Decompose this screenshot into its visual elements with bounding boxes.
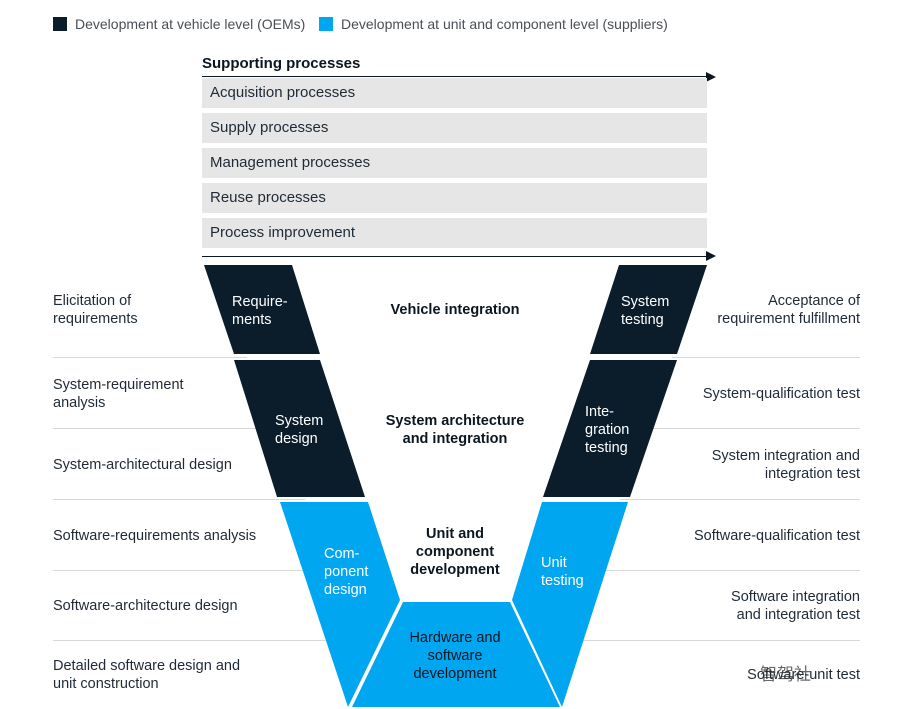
row-divider-left-5 [53,640,361,641]
row-divider-left-2 [53,428,274,429]
row-divider-right-3 [620,499,860,500]
component-design-shape [280,502,400,707]
requirements-shape [204,265,320,354]
system-design-shape [234,360,365,497]
legend-oem-label: Development at vehicle level (OEMs) [75,16,306,32]
supporting-bottom-line [202,256,708,257]
vehicle-integration-label: Vehicle integration [390,302,520,318]
watermark-logo: 智驾社 [760,665,811,684]
row-divider-left-1 [53,357,247,358]
integration-testing-shape [543,360,677,497]
left-label-system-architectural: System-architectural design [53,457,232,473]
row-divider-right-2 [650,428,860,429]
system-testing-shape [590,265,707,354]
left-label-software-architecture: Software-architecture design [53,598,238,614]
requirements-label: Require- ments [232,294,288,328]
right-label-software-qualification: Software-qualification test [693,528,860,544]
right-label-software-unit: Software-unit test [747,667,860,683]
hardware-software-label: Hardware and software development [409,630,501,682]
right-label-system-integration: System integration and integration test [711,448,860,482]
row-divider-right-4 [588,570,860,571]
left-label-software-requirements: Software-requirements analysis [53,528,257,544]
legend-supplier-swatch [319,17,333,31]
hardware-software-shape [352,602,560,707]
legend-supplier-label: Development at unit and component level … [341,16,668,32]
supporting-item-management: Management processes [202,148,707,178]
left-label-system-requirement: System-requirement analysis [53,377,184,411]
supporting-top-arrow-icon [706,72,716,82]
right-label-system-qualification: System-qualification test [702,386,860,402]
supporting-item-acquisition: Acquisition processes [202,78,707,108]
legend-oem: Development at vehicle level (OEMs) [53,16,305,32]
legend-oem-swatch [53,17,67,31]
unit-testing-shape [512,502,628,707]
row-divider-right-5 [565,640,860,641]
right-label-software-integration: Software integration and integration tes… [731,589,860,623]
supporting-item-supply: Supply processes [202,113,707,143]
row-divider-left-3 [53,499,305,500]
system-testing-label: System testing [621,294,670,328]
integration-testing-label: Inte- gration testing [585,404,630,456]
row-divider-right-1 [672,357,860,358]
unit-component-label: Unit and component development [410,526,500,578]
left-label-elicitation: Elicitation of requirements [53,293,138,327]
component-design-label: Com- ponent design [324,546,369,598]
unit-testing-label: Unit testing [541,555,584,589]
legend-supplier: Development at unit and component level … [319,16,668,32]
supporting-bottom-arrow-icon [706,251,716,261]
row-divider-left-4 [53,570,334,571]
supporting-top-line [202,76,708,77]
system-architecture-label: System architecture and integration [385,413,525,447]
left-label-detailed-design: Detailed software design and unit constr… [53,658,241,692]
supporting-item-improvement: Process improvement [202,218,707,248]
supporting-processes-title: Supporting processes [202,55,361,72]
system-design-label: System design [275,413,324,447]
supporting-item-reuse: Reuse processes [202,183,707,213]
right-label-acceptance: Acceptance of requirement fulfillment [717,293,860,327]
